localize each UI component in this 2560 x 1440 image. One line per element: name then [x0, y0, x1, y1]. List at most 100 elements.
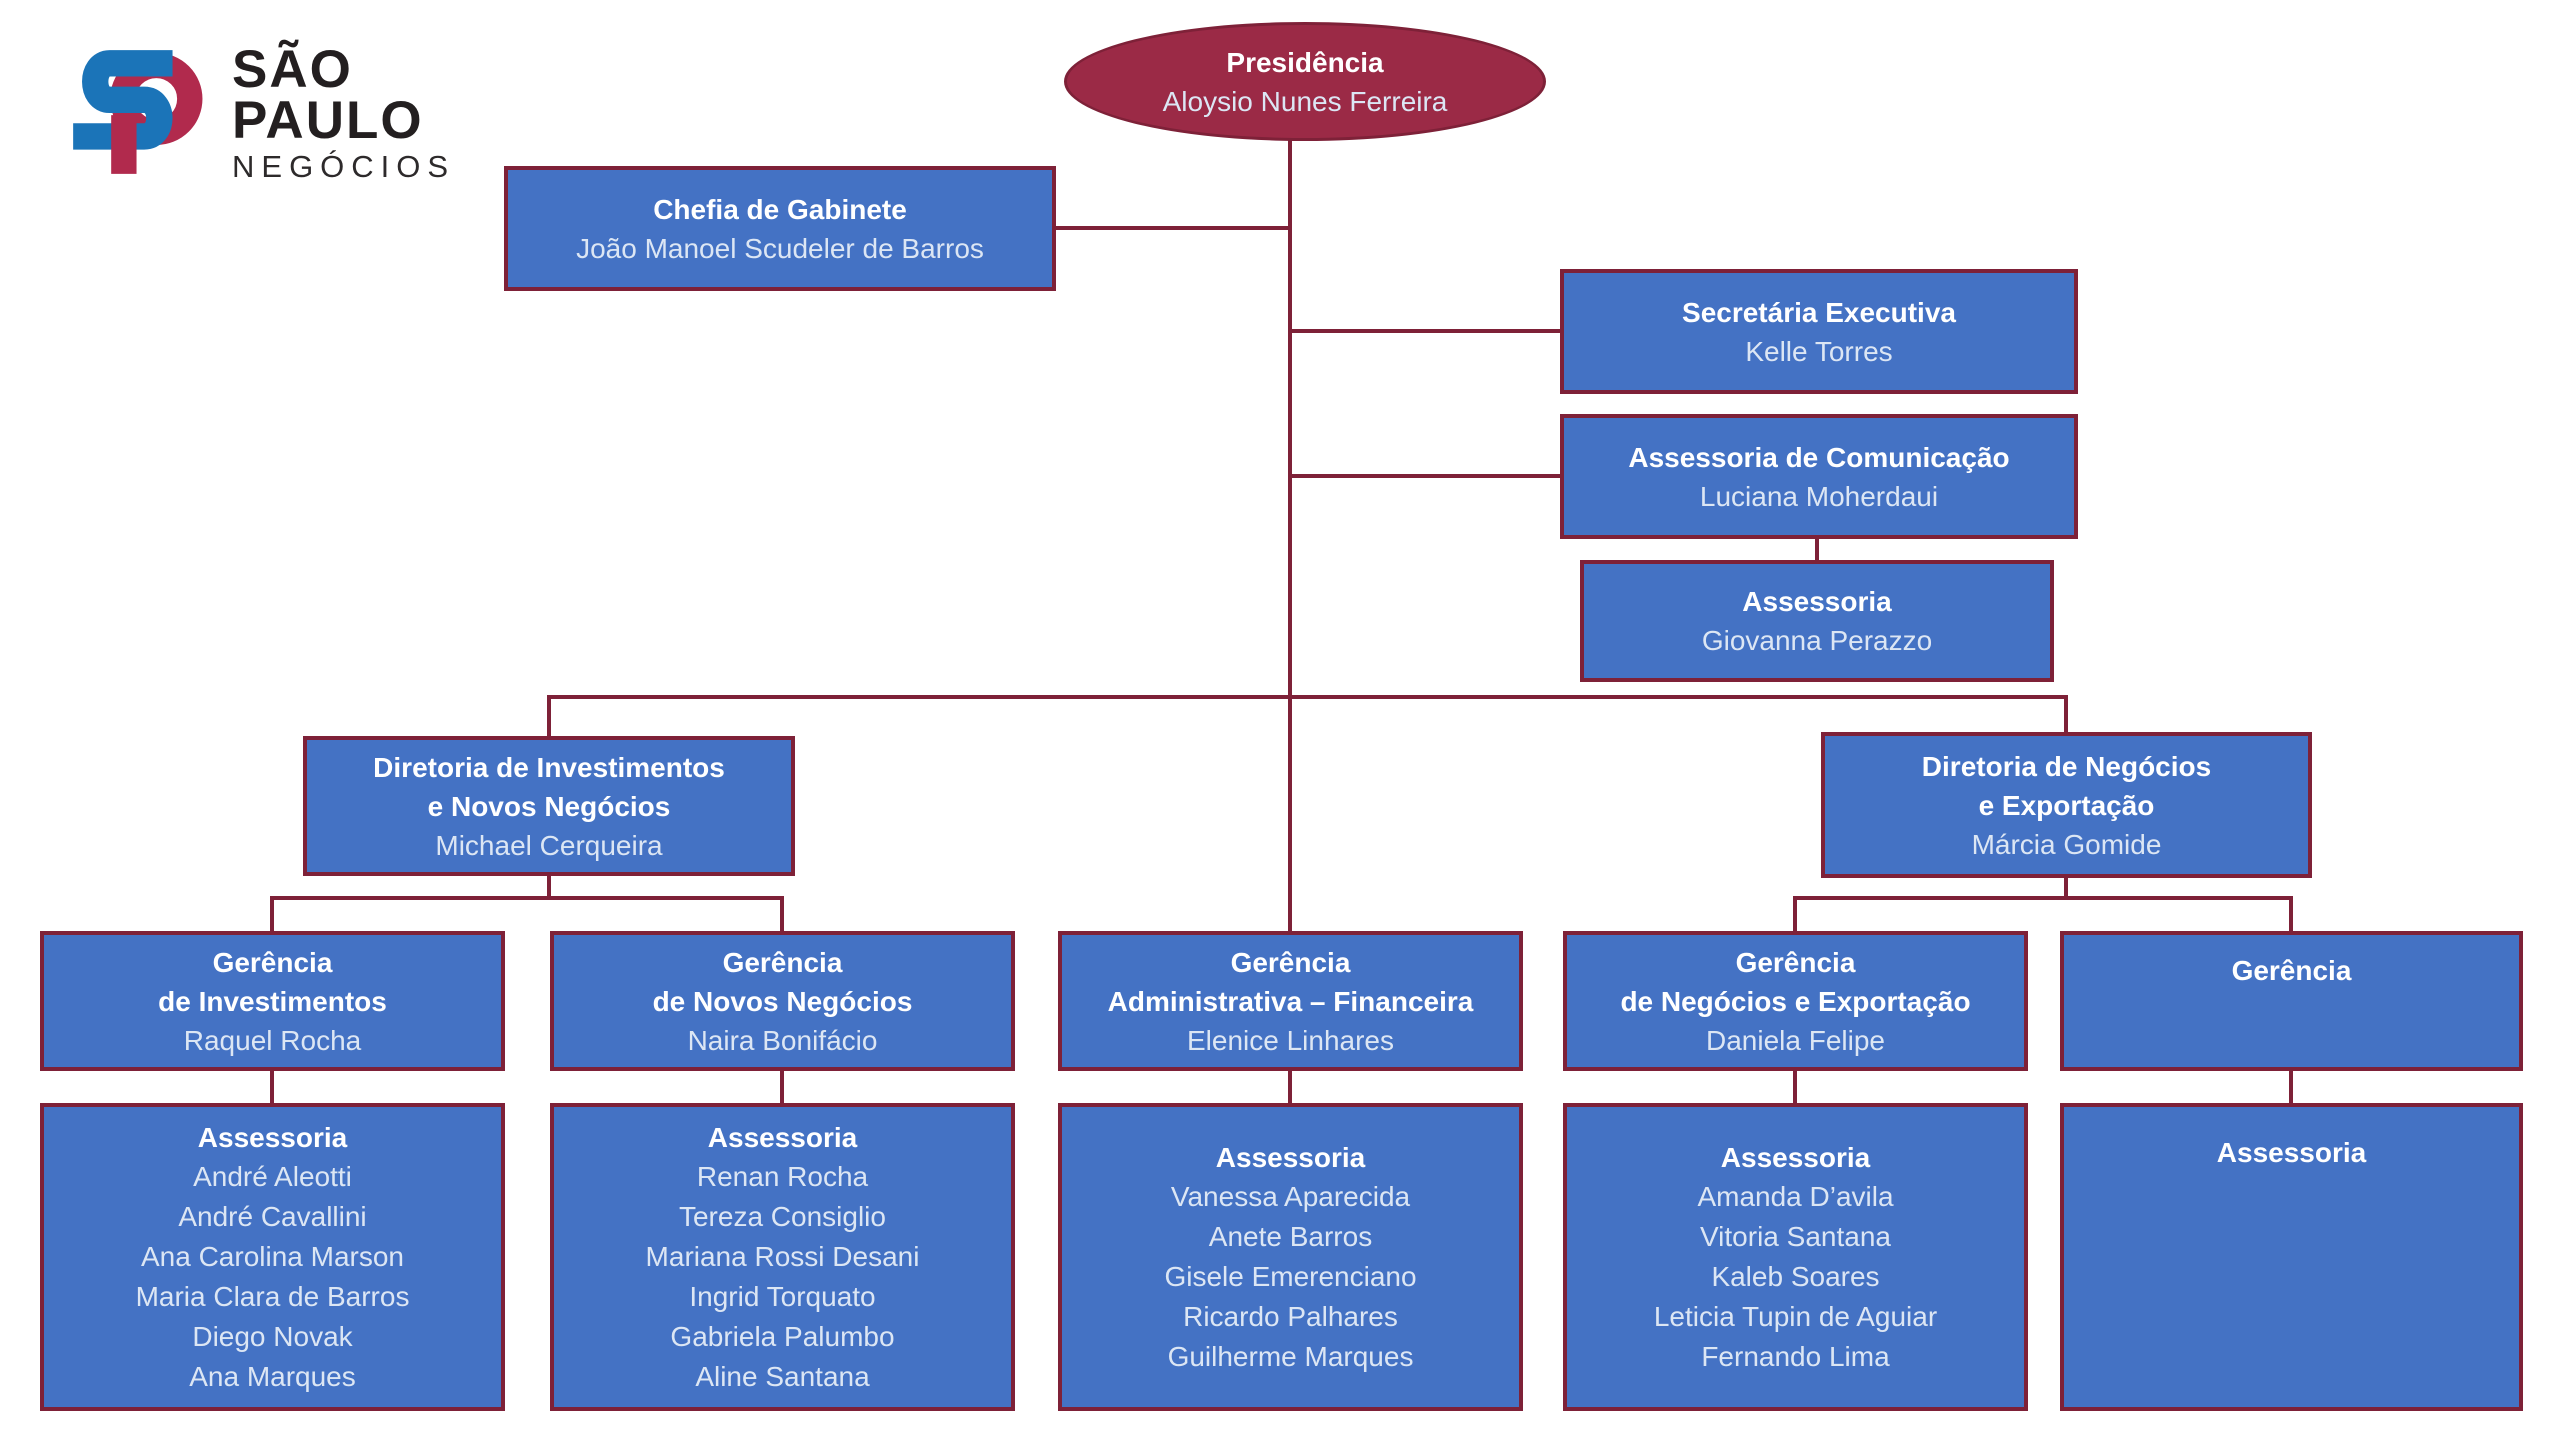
member-name: Maria Clara de Barros	[135, 1280, 410, 1312]
node-title-line2: de Negócios e Exportação	[1620, 985, 1971, 1017]
member-name: Gisele Emerenciano	[1164, 1260, 1417, 1292]
node-gerencia-de-novos-negocios: Gerência de Novos Negócios Naira Bonifác…	[550, 931, 1015, 1071]
connector-assessoria-novos-negocios-stub	[780, 1069, 784, 1105]
member-name: Gabriela Palumbo	[670, 1320, 895, 1352]
sao-paulo-negocios-logo: SÃO PAULO NEGÓCIOS	[50, 38, 455, 188]
connector-gerencia-negocios-exportacao-stub	[1793, 896, 1797, 933]
node-diretoria-de-negocios: Diretoria de Negócios e Exportação Márci…	[1821, 732, 2312, 878]
connector-gerencia-novos-negocios-stub	[780, 896, 784, 933]
node-person: Aloysio Nunes Ferreira	[1162, 85, 1448, 117]
node-title: Gerência	[1735, 946, 1856, 978]
node-person: Giovanna Perazzo	[1701, 625, 1933, 656]
node-title: Diretoria de Investimentos	[373, 751, 725, 783]
node-gerencia-de-investimentos: Gerência de Investimentos Raquel Rocha	[40, 931, 505, 1071]
node-secretaria-executiva: Secretária Executiva Kelle Torres	[1560, 269, 2078, 394]
node-title: Assessoria	[707, 1121, 858, 1153]
node-title-line2: e Novos Negócios	[427, 790, 671, 822]
node-title: Assessoria	[1742, 586, 1892, 617]
node-person: Raquel Rocha	[183, 1024, 362, 1056]
node-title-line2: de Investimentos	[158, 985, 387, 1017]
node-presidencia: Presidência Aloysio Nunes Ferreira	[1064, 22, 1546, 141]
node-title-line2: de Novos Negócios	[652, 985, 913, 1017]
member-name: Kaleb Soares	[1711, 1260, 1880, 1292]
node-person: João Manoel Scudeler de Barros	[576, 232, 984, 264]
node-diretoria-de-investimentos: Diretoria de Investimentos e Novos Negóc…	[303, 736, 795, 876]
node-gerencia-administrativa-financeira: Gerência Administrativa – Financeira Ele…	[1058, 931, 1523, 1071]
node-title: Chefia de Gabinete	[653, 193, 907, 225]
node-chefia-de-gabinete: Chefia de Gabinete João Manoel Scudeler …	[504, 166, 1056, 291]
node-person: Kelle Torres	[1745, 335, 1893, 367]
member-name: Vitoria Santana	[1700, 1220, 1891, 1252]
member-name: Vanessa Aparecida	[1170, 1180, 1411, 1212]
connector-diretoria-negocios-down	[2064, 876, 2068, 900]
node-title-line2: Administrativa – Financeira	[1107, 985, 1474, 1017]
node-title: Assessoria	[1720, 1141, 1871, 1173]
node-person: Michael Cerqueira	[435, 829, 663, 861]
node-title: Assessoria	[1215, 1141, 1366, 1173]
sp-monogram-icon	[73, 50, 203, 174]
member-name: Ricardo Palhares	[1183, 1300, 1398, 1332]
logo-text-negocios: NEGÓCIOS	[232, 149, 456, 184]
connector-assessoria-investimentos-stub	[270, 1069, 274, 1105]
node-assessoria-presidencia: Assessoria Giovanna Perazzo	[1580, 560, 2054, 682]
logo-text-sao: SÃO	[232, 40, 353, 99]
connector-diretoria-investimentos-stub	[547, 695, 551, 738]
connector-gerencia-vaga-stub	[2289, 896, 2293, 933]
member-name: Tereza Consiglio	[678, 1200, 886, 1232]
connector-assessoria-negocios-exportacao-stub	[1793, 1069, 1797, 1105]
member-name: Leticia Tupin de Aguiar	[1653, 1300, 1938, 1332]
connector-trunk-vertical	[1288, 137, 1292, 931]
connector-diretorias-horizontal	[547, 695, 2066, 699]
node-title-line2: e Exportação	[1978, 789, 2155, 821]
connector-gerencia-investimentos-stub	[270, 896, 274, 933]
node-title: Assessoria de Comunicação	[1628, 441, 2010, 473]
member-name: Ana Carolina Marson	[140, 1240, 405, 1272]
member-name: André Cavallini	[178, 1200, 367, 1232]
node-person: Daniela Felipe	[1706, 1024, 1885, 1056]
logo-text-paulo: PAULO	[232, 91, 424, 150]
member-name: Mariana Rossi Desani	[645, 1240, 920, 1272]
member-name: Ana Marques	[189, 1360, 356, 1392]
node-person: Luciana Moherdaui	[1699, 480, 1939, 512]
node-gerencia-de-negocios-e-exportacao: Gerência de Negócios e Exportação Daniel…	[1563, 931, 2028, 1071]
node-title: Diretoria de Negócios	[1921, 750, 2212, 782]
node-person: Márcia Gomide	[1971, 828, 2162, 860]
node-person: Naira Bonifácio	[687, 1024, 878, 1056]
member-name: Anete Barros	[1208, 1220, 1373, 1252]
member-name: Guilherme Marques	[1167, 1340, 1414, 1372]
member-name: André Aleotti	[193, 1160, 352, 1192]
node-assessoria-vaga: Assessoria	[2060, 1103, 2523, 1411]
connector-diretoria-investimentos-down	[547, 874, 551, 900]
node-title: Gerência	[2231, 955, 2352, 986]
member-name: Diego Novak	[192, 1320, 353, 1352]
connector-gerencias-direita-horizontal	[1793, 896, 2293, 900]
node-assessoria-de-comunicacao: Assessoria de Comunicação Luciana Moherd…	[1560, 414, 2078, 539]
node-title: Gerência	[1230, 946, 1351, 978]
connector-assessoria-adm-financeira-stub	[1288, 1069, 1292, 1105]
connector-diretoria-negocios-stub	[2064, 695, 2068, 734]
node-title: Assessoria	[2216, 1137, 2367, 1168]
connector-assessoria-presidencia-stub	[1815, 537, 1819, 562]
connector-assessoria-vaga-stub	[2289, 1069, 2293, 1105]
node-person: Elenice Linhares	[1186, 1024, 1395, 1056]
node-title: Secretária Executiva	[1682, 296, 1956, 328]
connector-comunicacao-horizontal	[1290, 474, 1560, 478]
node-title: Gerência	[212, 946, 333, 978]
member-name: Ingrid Torquato	[689, 1280, 876, 1312]
member-name: Amanda D’avila	[1697, 1180, 1894, 1212]
member-name: Fernando Lima	[1701, 1340, 1890, 1372]
connector-gerencias-esquerda-horizontal	[270, 896, 784, 900]
logo-wordmark: SÃO PAULO NEGÓCIOS	[232, 40, 456, 188]
connector-secretaria-horizontal	[1290, 329, 1560, 333]
node-title: Presidência	[1226, 46, 1384, 78]
node-title: Gerência	[722, 946, 843, 978]
